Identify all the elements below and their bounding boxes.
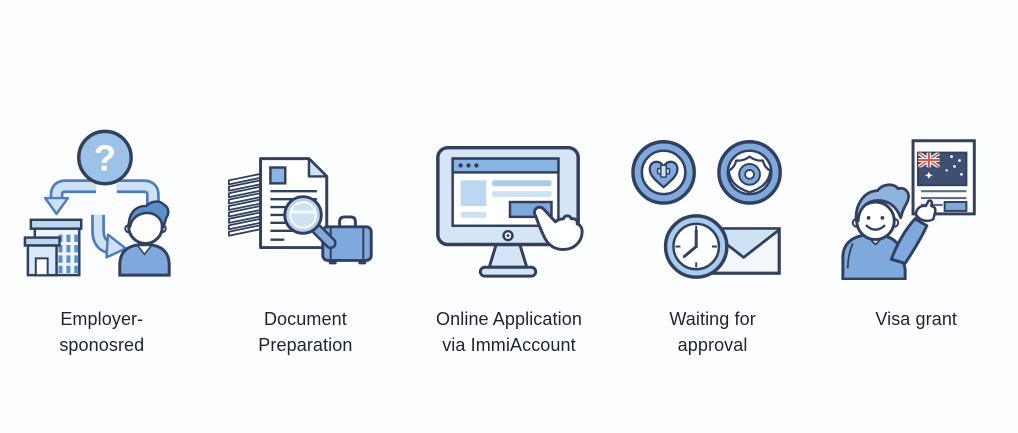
step2-label-line1: Document [263, 309, 347, 329]
employer-building-icon [23, 218, 83, 277]
document-search-briefcase-icon [228, 157, 374, 265]
step1-label-line1: Employer- [60, 309, 144, 329]
magnifier-icon [283, 195, 338, 250]
step3-icon-box [425, 0, 593, 280]
approval-stamp [943, 201, 968, 212]
question-mark-badge-icon: ? [76, 129, 133, 186]
step-waiting-approval: Waiting for approval [611, 0, 815, 358]
visa-document-icon [911, 139, 976, 216]
raised-arm [889, 217, 929, 265]
step4-label-line1: Waiting for [669, 309, 756, 329]
hand-cursor-icon [532, 205, 584, 251]
hair [854, 183, 911, 223]
cycle-arrows-icon [43, 179, 160, 259]
step3-label: Online Application via ImmiAccount [436, 306, 582, 358]
step-online-application: Online Application via ImmiAccount [407, 0, 611, 358]
step3-label-line2: via ImmiAccount [442, 335, 576, 355]
employee-person-icon [118, 200, 171, 277]
monitor-base [478, 265, 538, 278]
step4-label-line2: approval [677, 335, 748, 355]
step4-icon-box [629, 0, 797, 280]
australian-flag-icon [917, 151, 968, 187]
step1-label-line2: sponosred [59, 335, 145, 355]
health-heart-badge-icon [630, 140, 696, 205]
online-application-computer-icon [436, 145, 584, 278]
hand [915, 199, 937, 223]
step2-label: Document Preparation [258, 306, 352, 358]
step5-label-line1: Visa grant [875, 309, 958, 329]
step2-icon-box [221, 0, 389, 280]
police-badge-icon [716, 140, 782, 205]
step2-label-line2: Preparation [258, 335, 353, 355]
step3-label-line1: Online Application [436, 309, 582, 329]
step-document-preparation: Document Preparation [204, 0, 408, 358]
step4-label: Waiting for approval [669, 306, 755, 358]
commonwealth-star [925, 171, 933, 179]
page-thumbnail [460, 180, 487, 206]
applicant-person-icon [841, 183, 937, 280]
monitor-stand [487, 243, 529, 269]
step5-icon-box [832, 0, 1000, 280]
question-mark-glyph: ? [94, 137, 116, 178]
step5-label: Visa grant [875, 306, 957, 332]
step-employer-sponsored: ? [0, 0, 204, 358]
step1-label: Employer- sponosred [59, 306, 144, 358]
browser-title-bar [451, 157, 560, 174]
clock-icon [663, 214, 729, 279]
approval-badges-clock-mail-icon [630, 140, 782, 279]
employer-sponsorship-cycle-icon: ? [23, 129, 171, 277]
southern-cross-stars [945, 155, 964, 176]
step1-icon-box: ? [18, 0, 186, 280]
person-australian-visa-icon [841, 139, 976, 280]
briefcase-icon [321, 215, 374, 265]
step-visa-grant: Visa grant [814, 0, 1018, 358]
paper-stack-icon [228, 172, 264, 237]
steps-row: ? [0, 0, 1018, 358]
